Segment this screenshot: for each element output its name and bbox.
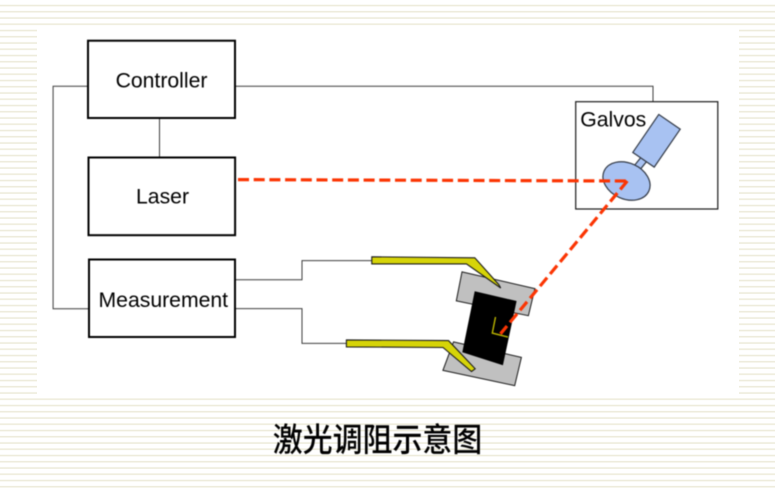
- svg-text:Measurement: Measurement: [99, 289, 229, 312]
- svg-text:Laser: Laser: [136, 186, 189, 209]
- svg-text:Galvos: Galvos: [580, 108, 646, 131]
- svg-text:Controller: Controller: [116, 70, 208, 93]
